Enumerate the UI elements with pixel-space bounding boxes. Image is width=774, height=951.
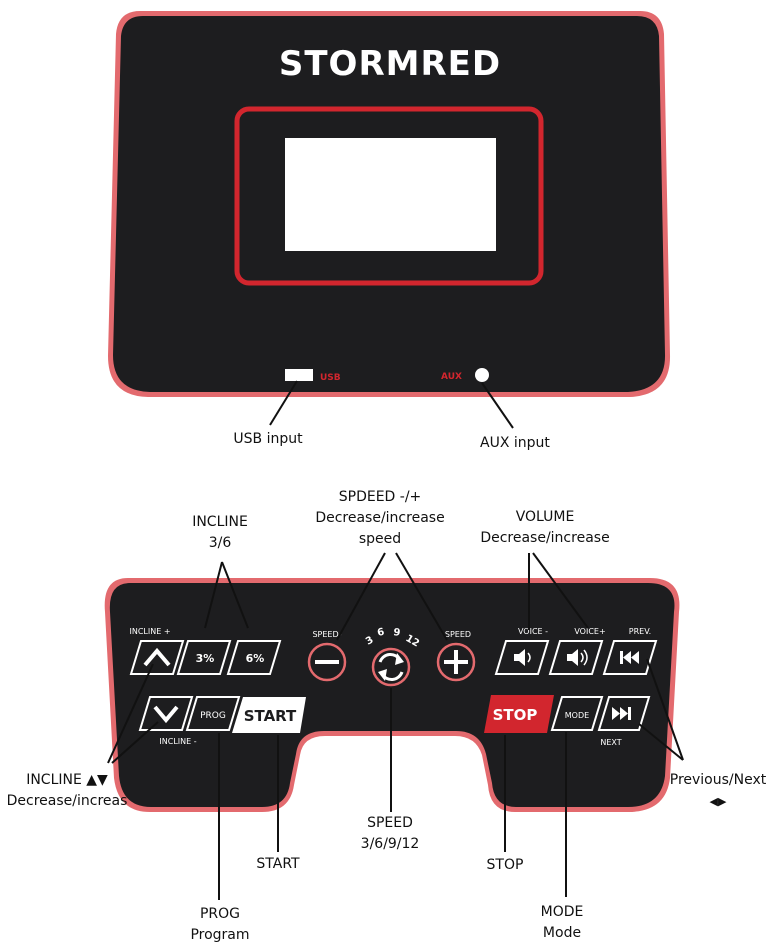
- stop-button-label: STOP: [493, 706, 538, 724]
- incline-6-button-label: 6%: [246, 652, 265, 665]
- start-annotation: START: [256, 856, 300, 872]
- skip-back-icon: [620, 651, 639, 664]
- prog-annotation: PROG Program: [190, 906, 250, 943]
- usb-leader-line: [269, 380, 298, 426]
- start-button[interactable]: START: [232, 697, 306, 733]
- voice-minus-label: VOICE -: [518, 627, 548, 636]
- speed-minus-label: SPEED-: [312, 630, 341, 639]
- aux-jack[interactable]: [475, 368, 489, 382]
- volume-annotation: VOLUME Decrease/increase: [480, 509, 610, 546]
- brand-logo: STORMRED: [279, 44, 501, 84]
- mode-button-label: MODE: [565, 711, 589, 720]
- speed-plus-button[interactable]: [436, 642, 476, 682]
- incline-6-button[interactable]: 6%: [226, 640, 282, 675]
- next-label: NEXT: [600, 738, 621, 747]
- volume-up-icon: [567, 649, 588, 666]
- incline-arrows-leader-lines: [107, 663, 159, 764]
- next-button[interactable]: [597, 696, 651, 731]
- refresh-icon: [378, 653, 404, 681]
- volume-down-icon: [514, 649, 531, 666]
- incline-3-button-label: 3%: [196, 652, 215, 665]
- speed-values-annotation: SPEED 3/6/9/12: [360, 815, 420, 852]
- incline-minus-label: INCLINE -: [159, 737, 196, 746]
- speed-dial-3: 3: [364, 635, 376, 648]
- aux-leader-line: [481, 382, 514, 429]
- mode-annotation: MODE Mode: [540, 904, 584, 941]
- speed-pm-annotation: SPDEED -/+ Decrease/increase speed: [315, 489, 445, 547]
- incline-36-annotation: INCLINE 3/6: [192, 514, 248, 551]
- minus-icon: [315, 660, 339, 664]
- prog-button-label: PROG: [200, 711, 226, 721]
- speed-dial-9: 9: [393, 627, 401, 639]
- voice-plus-label: VOICE+: [574, 627, 605, 636]
- speed-pm-leader-lines: [336, 552, 448, 641]
- chevron-down-icon: [153, 705, 179, 724]
- speed-plus-label: SPEED: [445, 630, 471, 639]
- incline-up-button[interactable]: [129, 640, 185, 675]
- voice-plus-button[interactable]: [548, 640, 604, 675]
- speed-minus-button[interactable]: [307, 642, 347, 682]
- prev-next-annotation: Previous/Next ◀▶: [669, 772, 767, 808]
- prog-button[interactable]: PROG: [185, 696, 241, 731]
- control-panel: [109, 583, 675, 807]
- usb-port-label: USB: [320, 373, 341, 383]
- speed-dial-6: 6: [376, 627, 385, 639]
- stop-annotation: STOP: [486, 857, 524, 873]
- stop-button[interactable]: STOP: [484, 695, 554, 733]
- usb-port[interactable]: [285, 369, 313, 381]
- usb-input-annotation: USB input: [233, 431, 303, 447]
- voice-minus-button[interactable]: [494, 640, 550, 675]
- prev-next-leader-lines: [638, 658, 684, 761]
- plus-icon: [444, 650, 468, 674]
- incline-plus-label: INCLINE +: [129, 627, 170, 636]
- aux-port-label: AUX: [441, 372, 462, 382]
- incline-36-leader-lines: [204, 561, 249, 629]
- incline-down-button[interactable]: [138, 696, 194, 731]
- incline-arrows-annotation: INCLINE ▲▼ Decrease/increas: [6, 772, 128, 809]
- prev-button[interactable]: [602, 640, 658, 675]
- speed-cycle-button[interactable]: [371, 647, 411, 687]
- prev-label: PREV.: [629, 627, 651, 636]
- volume-leader-lines: [528, 552, 589, 630]
- skip-forward-icon: [612, 707, 631, 720]
- chevron-up-icon: [143, 647, 171, 667]
- incline-3-button[interactable]: 3%: [176, 640, 232, 675]
- lcd-screen: [285, 138, 496, 251]
- mode-button[interactable]: MODE: [550, 696, 604, 731]
- start-button-label: START: [244, 707, 297, 725]
- aux-input-annotation: AUX input: [480, 435, 550, 451]
